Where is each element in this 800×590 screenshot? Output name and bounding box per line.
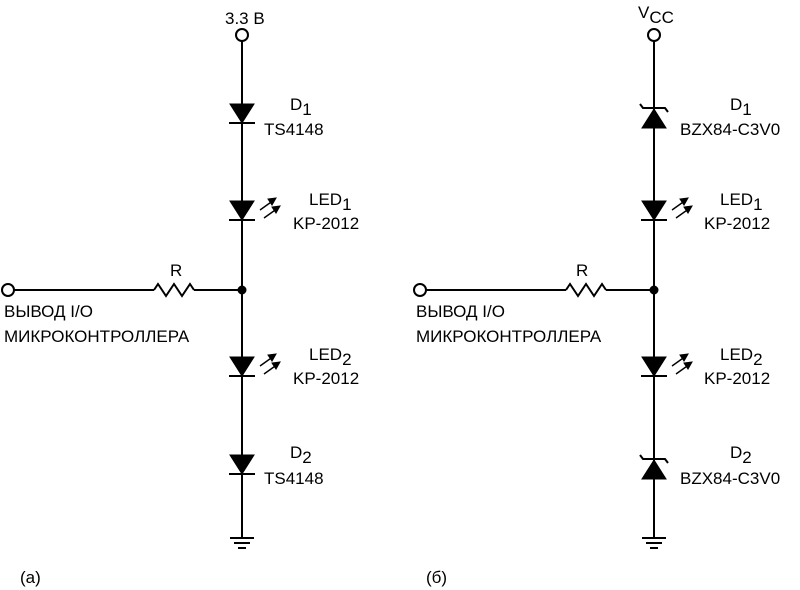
d2-zener-symbol <box>639 454 669 480</box>
led2-ref: LED2 <box>309 345 352 369</box>
caption-a: (а) <box>20 568 41 587</box>
supply-terminal <box>647 28 661 42</box>
circuit-a: 3.3 В D1 TS4148 LED1 KP-2012 R ВЫВОД I/O <box>1 9 359 587</box>
led1-ref: LED1 <box>309 190 352 214</box>
led1-symbol <box>641 197 693 221</box>
d1-zener-symbol <box>639 103 669 129</box>
led2-part: KP-2012 <box>704 369 770 388</box>
d2-ref: D2 <box>290 443 312 467</box>
resistor-r <box>153 282 195 298</box>
d1-ref: D1 <box>730 95 752 119</box>
led2-ref: LED2 <box>720 345 763 369</box>
d2-diode-symbol <box>229 454 255 475</box>
junction-dot <box>237 285 247 295</box>
d2-ref: D2 <box>730 443 752 467</box>
led1-symbol <box>229 197 281 221</box>
io-label-line1: ВЫВОД I/O <box>416 302 505 321</box>
io-label-line1: ВЫВОД I/O <box>4 302 93 321</box>
caption-b: (б) <box>426 568 447 587</box>
supply-label: 3.3 В <box>225 9 265 28</box>
io-terminal <box>1 283 15 297</box>
ground-symbol <box>642 537 666 549</box>
led2-symbol <box>229 353 281 377</box>
resistor-label: R <box>170 261 182 280</box>
d2-part: TS4148 <box>264 469 324 488</box>
led2-symbol <box>641 353 693 377</box>
io-label-line2: МИКРОКОНТРОЛЛЕРА <box>416 327 602 346</box>
resistor-r <box>565 282 607 298</box>
io-terminal <box>413 283 427 297</box>
d2-part: BZX84-C3V0 <box>680 469 780 488</box>
supply-terminal <box>235 28 249 42</box>
ground-symbol <box>230 537 254 549</box>
d1-diode-symbol <box>229 103 255 124</box>
io-label-line2: МИКРОКОНТРОЛЛЕРА <box>4 327 190 346</box>
led1-part: KP-2012 <box>704 214 770 233</box>
led2-part: KP-2012 <box>293 369 359 388</box>
led1-ref: LED1 <box>720 190 763 214</box>
supply-label: VCC <box>638 3 674 27</box>
resistor-label: R <box>576 261 588 280</box>
d1-part: TS4148 <box>264 120 324 139</box>
led1-part: KP-2012 <box>293 214 359 233</box>
d1-ref: D1 <box>290 95 312 119</box>
circuit-b: VCC D1 BZX84-C3V0 LED1 KP-2012 R ВЫВОД I… <box>413 3 780 587</box>
junction-dot <box>649 285 659 295</box>
d1-part: BZX84-C3V0 <box>680 120 780 139</box>
